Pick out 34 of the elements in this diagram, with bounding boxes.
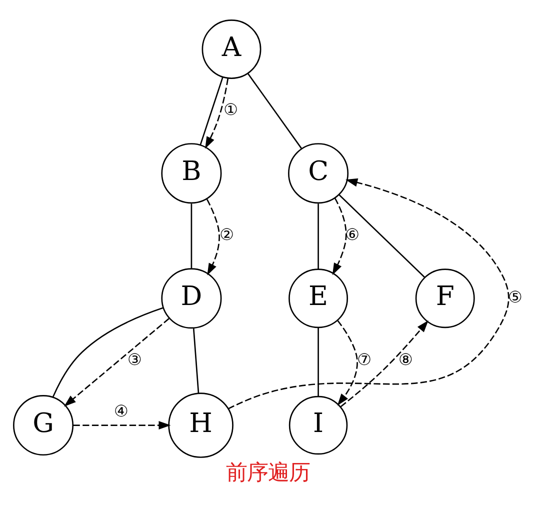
connector [247,72,302,148]
edge-label: ④ [114,401,128,420]
arrow [228,178,510,409]
node-circle: A [202,18,262,78]
arrow [73,420,171,429]
node-circle: G [13,394,74,456]
connector [318,203,319,269]
node-circle: I [288,395,348,454]
arrow [64,318,170,406]
node-circle: D [161,268,222,328]
edge-label: ⑦ [357,350,372,369]
edge-label: ⑥ [345,224,360,244]
arrow [340,320,428,407]
arrow [205,78,229,148]
caption: 前序遍历 [226,460,310,485]
edge-label: ⑧ [398,350,413,369]
connector [338,194,426,278]
arrow [332,197,347,275]
node-circle: B [161,142,222,204]
edge-label: ① [224,99,238,118]
arrow [206,198,220,275]
node-circle: H [168,392,234,458]
connector [52,306,164,397]
connector [318,326,319,396]
node-circle: C [288,142,349,204]
arrow [337,320,358,406]
edge-label: ② [220,224,234,244]
connector [200,76,224,145]
node-circle: E [288,268,348,328]
connector [190,203,192,268]
edge-label: ③ [128,350,142,369]
edge-label: ⑤ [508,287,522,306]
node-circle: F [415,268,475,328]
connector [192,328,200,394]
